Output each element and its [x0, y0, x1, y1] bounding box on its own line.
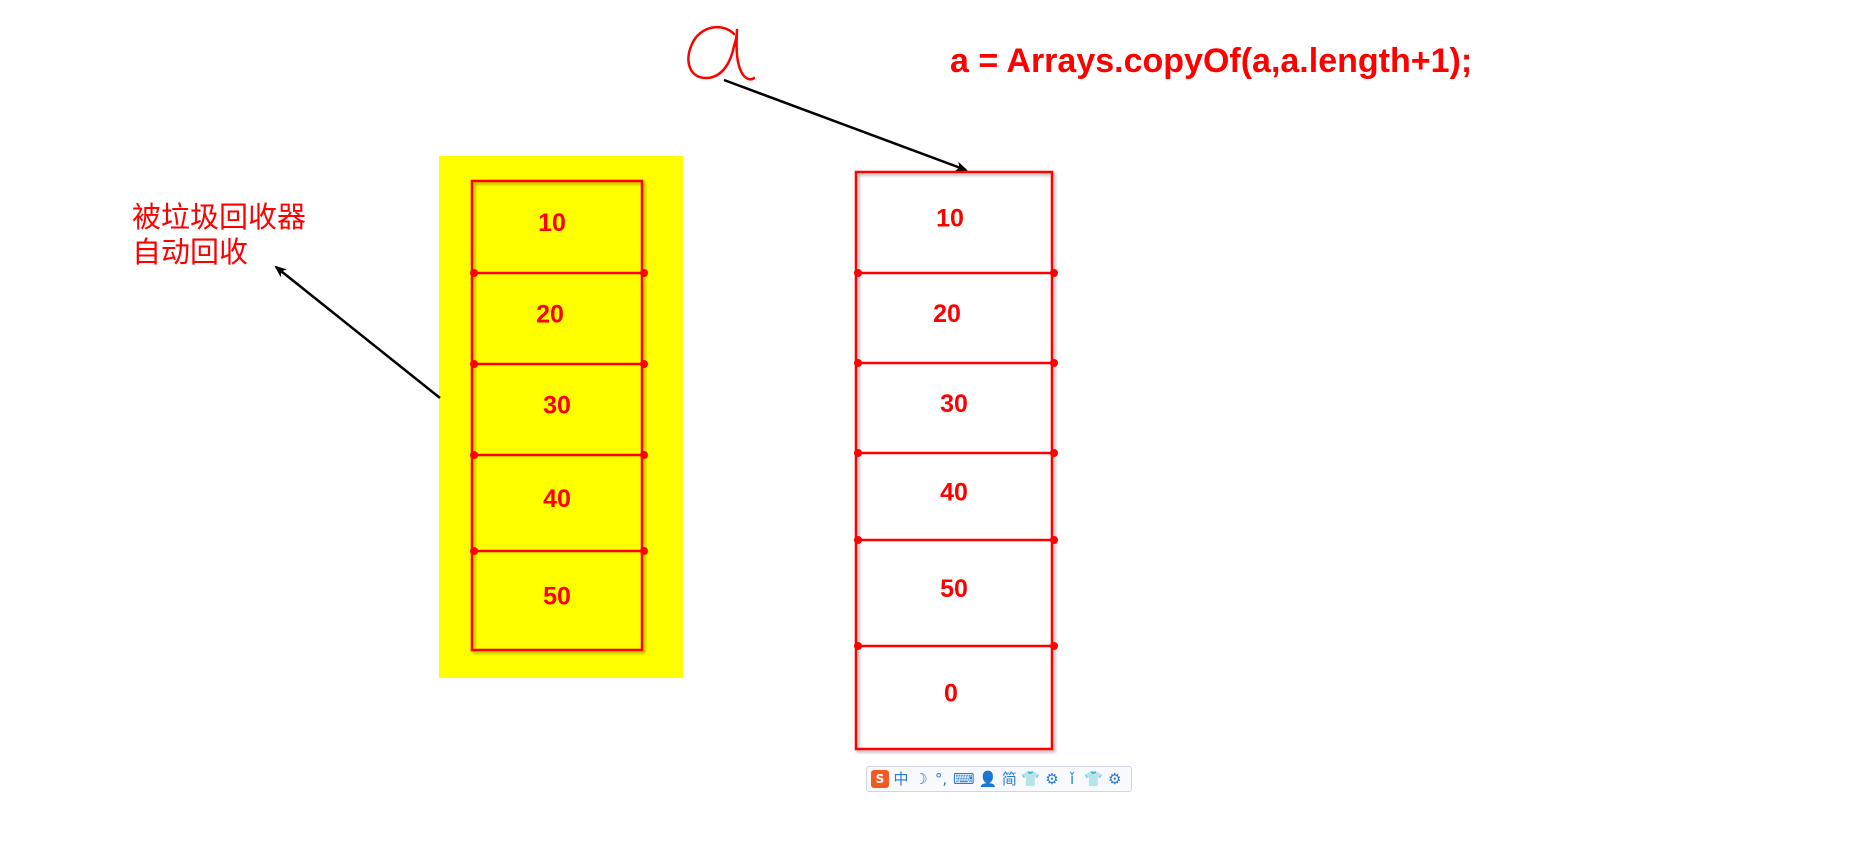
chinese-mode-button[interactable]: 中	[893, 770, 909, 788]
moon-icon[interactable]: ☽	[914, 770, 928, 788]
code-line: a = Arrays.copyOf(a,a.length+1);	[950, 42, 1472, 80]
gear-icon-2[interactable]: ⚙	[1107, 770, 1122, 788]
variable-label-a	[687, 25, 756, 81]
punctuation-icon[interactable]: °,	[934, 770, 948, 788]
new-array-cell-value: 10	[936, 205, 964, 233]
old-array-divider-dot	[470, 269, 478, 277]
new-array-cell: 40	[854, 449, 1058, 507]
user-icon[interactable]: 👤	[978, 770, 998, 788]
new-array-cell: 30	[854, 359, 1058, 418]
old-array-divider-dot	[640, 547, 648, 555]
shirt-icon-2[interactable]: 👕	[1084, 770, 1103, 788]
new-array-divider-dot	[854, 269, 862, 277]
new-array-divider-dot	[1050, 449, 1058, 457]
old-array-divider-dot	[470, 547, 478, 555]
gc-arrow	[274, 265, 441, 399]
new-array-cell-value: 20	[933, 300, 961, 328]
gear-icon[interactable]: ⚙	[1045, 770, 1059, 788]
new-array-cell-value: 30	[940, 390, 968, 418]
old-array-divider-dot	[470, 451, 478, 459]
old-array-cell: 40	[470, 451, 648, 513]
old-array-divider-dot	[640, 269, 648, 277]
old-array: 10 20 30 40 50	[470, 179, 648, 652]
new-array-cell: 50	[854, 536, 1058, 603]
old-array-cell-value: 30	[543, 392, 571, 420]
old-array-cell: 20	[470, 269, 648, 329]
keyboard-icon[interactable]: ⌨	[953, 770, 975, 788]
new-array-cell-value: 0	[944, 680, 958, 708]
new-array-divider-dot	[1050, 536, 1058, 544]
old-array-cell-value: 20	[536, 301, 564, 329]
new-array-cell: 20	[854, 269, 1058, 328]
old-array-cell-value: 40	[543, 485, 571, 513]
new-array-divider-dot	[854, 536, 862, 544]
simplified-mode-button[interactable]: 简	[1001, 770, 1017, 788]
old-array-cell-value: 50	[543, 583, 571, 611]
new-array-divider-dot	[1050, 269, 1058, 277]
new-array-frame	[854, 170, 1054, 751]
new-array-cell: 0	[854, 642, 1058, 708]
old-array-cell-value: 10	[538, 209, 566, 237]
gc-note-line2: 自动回收	[132, 235, 248, 269]
old-array-cell: 50	[470, 547, 648, 611]
new-array-cell: 10	[936, 205, 964, 233]
old-array-cell: 10	[538, 209, 566, 237]
new-array-divider-dot	[854, 359, 862, 367]
old-array-divider-dot	[640, 451, 648, 459]
gc-note-line1: 被垃圾回收器	[132, 200, 306, 234]
new-array-cell-value: 40	[940, 479, 968, 507]
ime-logo-icon[interactable]: S	[871, 770, 889, 788]
old-array-divider-dot	[470, 360, 478, 368]
old-array-divider-dot	[640, 360, 648, 368]
new-array-cell-value: 50	[940, 575, 968, 603]
reference-arrow	[723, 78, 968, 172]
shirt-icon[interactable]: 👕	[1021, 770, 1041, 788]
old-array-cell: 30	[470, 360, 648, 420]
new-array-divider-dot	[1050, 359, 1058, 367]
old-array-frame	[470, 179, 644, 652]
new-array: 10 20 30 40 50 0	[854, 170, 1058, 751]
new-array-divider-dot	[854, 642, 862, 650]
new-array-divider-dot	[1050, 642, 1058, 650]
info-icon[interactable]: ǐ	[1069, 770, 1075, 788]
new-array-divider-dot	[854, 449, 862, 457]
